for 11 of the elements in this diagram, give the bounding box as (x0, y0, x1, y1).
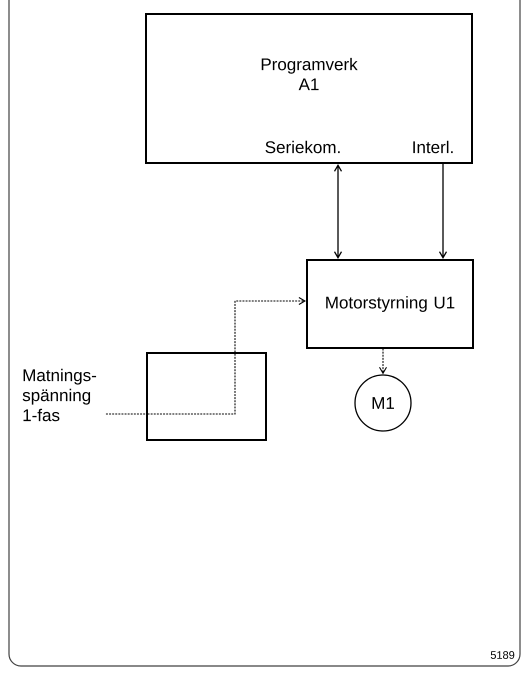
port-label: Seriekom. (266, 140, 340, 154)
empty-box (146, 352, 267, 441)
arrow (438, 163, 448, 259)
supply-label: Matnings- spänning 1-fas (22, 368, 96, 422)
block-title: Programverk A1 (262, 58, 358, 90)
block-title: Motorstyrning U1 (326, 296, 454, 312)
arrow (234, 297, 306, 353)
arrow (334, 164, 342, 259)
port-label: Interl. (413, 140, 453, 154)
figure-number: 5189 (490, 651, 514, 659)
arrow (379, 348, 387, 374)
